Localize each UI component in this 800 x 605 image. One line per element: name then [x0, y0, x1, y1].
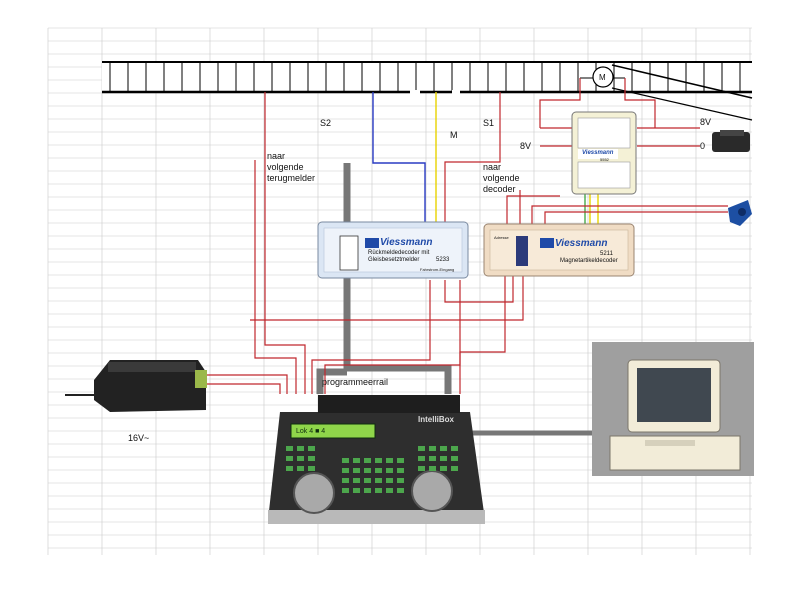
feedback-decoder-5233	[317, 221, 469, 279]
intellibox-key	[364, 468, 371, 473]
intellibox-display: Lok 4 ■ 4	[296, 428, 326, 435]
intellibox-key	[342, 478, 349, 483]
accessory-decoder-brand: Viessmann	[555, 238, 608, 249]
feedback-decoder-brand: Viessmann	[380, 237, 433, 248]
intellibox-key	[375, 488, 382, 493]
switch-drive-model: 5552	[600, 157, 609, 162]
intellibox-key	[286, 456, 293, 461]
label-naar-volgende-terugmelder: naar volgende terugmelder	[267, 151, 316, 183]
intellibox-key	[397, 488, 404, 493]
intellibox-brand: IntelliBox	[418, 415, 455, 424]
feedback-decoder-line2: Gleisbesetztmelder	[368, 257, 420, 263]
intellibox-key	[397, 478, 404, 483]
intellibox-key	[429, 466, 436, 471]
intellibox-key	[342, 458, 349, 463]
intellibox-key	[286, 466, 293, 471]
label-zero: 0	[700, 141, 706, 151]
transformer-16v	[65, 360, 207, 412]
accessory-decoder-side: Adresse	[494, 235, 509, 240]
intellibox-key	[286, 446, 293, 451]
intellibox-key	[375, 478, 382, 483]
label-programmeerrail: programmeerrail	[322, 377, 389, 387]
label-8v-left: 8V	[520, 141, 532, 151]
intellibox-key	[451, 446, 458, 451]
switch-drive-brand: Viessmann	[582, 150, 614, 156]
intellibox-key	[353, 488, 360, 493]
gray-bus-cables	[316, 163, 598, 436]
intellibox-key	[386, 488, 393, 493]
intellibox-key	[308, 466, 315, 471]
intellibox-key	[440, 456, 447, 461]
intellibox-key	[364, 458, 371, 463]
label-motor: M	[599, 73, 606, 82]
accessory-decoder-model: 5211	[600, 251, 613, 257]
intellibox-key	[297, 446, 304, 451]
label-16v: 16V~	[128, 433, 150, 443]
intellibox-key	[364, 488, 371, 493]
label-8v-right: 8V	[700, 117, 712, 127]
intellibox-key	[440, 446, 447, 451]
intellibox-key	[353, 478, 360, 483]
switch-motor-symbol	[580, 66, 625, 88]
computer-pc	[592, 342, 754, 476]
intellibox-key	[308, 456, 315, 461]
blue-wire-s2	[372, 92, 426, 224]
intellibox-key	[397, 468, 404, 473]
intellibox-key	[429, 446, 436, 451]
feedback-decoder-footer: Fahrstrom-Eingang	[420, 267, 455, 272]
accessory-decoder-5211	[483, 223, 635, 277]
intellibox-key	[451, 466, 458, 471]
intellibox-key	[375, 468, 382, 473]
red-wires	[204, 78, 728, 394]
feedback-decoder-line1: Rückmeldedecoder mit	[368, 250, 430, 256]
intellibox-key	[386, 468, 393, 473]
intellibox-key	[364, 478, 371, 483]
intellibox-key	[375, 458, 382, 463]
feedback-decoder-model: 5233	[436, 257, 450, 263]
intellibox-key	[308, 446, 315, 451]
label-naar-volgende-decoder: naar volgende decoder	[483, 162, 520, 194]
intellibox-key	[418, 456, 425, 461]
blue-connector	[728, 200, 752, 226]
intellibox-central-unit	[268, 395, 485, 524]
intellibox-key	[342, 468, 349, 473]
intellibox-key	[353, 458, 360, 463]
intellibox-key	[342, 488, 349, 493]
intellibox-key	[297, 456, 304, 461]
intellibox-key	[386, 458, 393, 463]
intellibox-key	[297, 466, 304, 471]
intellibox-keypad	[286, 446, 458, 493]
intellibox-key	[429, 456, 436, 461]
label-s2: S2	[320, 118, 332, 128]
track	[102, 61, 753, 121]
intellibox-key	[418, 446, 425, 451]
label-s1: S1	[483, 118, 495, 128]
intellibox-key	[386, 478, 393, 483]
intellibox-key	[440, 466, 447, 471]
intellibox-key	[397, 458, 404, 463]
switch-drive-5552	[571, 111, 637, 195]
power-connector-block	[712, 130, 750, 152]
label-m: M	[450, 130, 458, 140]
intellibox-key	[353, 468, 360, 473]
intellibox-key	[451, 456, 458, 461]
intellibox-key	[418, 466, 425, 471]
accessory-decoder-name: Magnetartikeldecoder	[560, 258, 618, 264]
